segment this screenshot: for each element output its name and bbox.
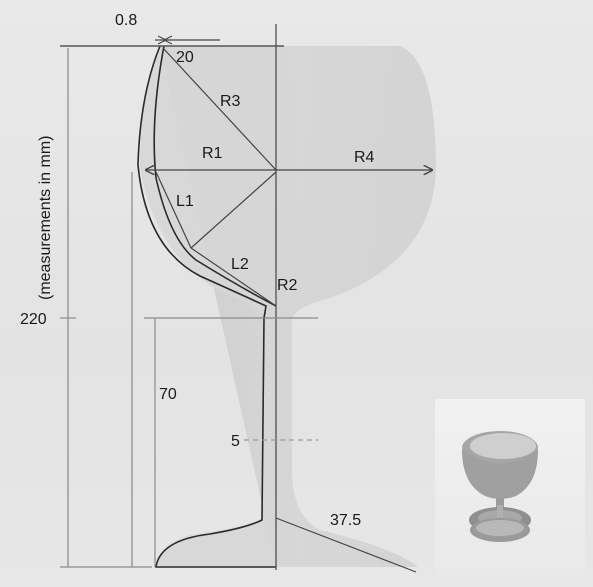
l2-line xyxy=(190,247,277,307)
units-note-label: (measurements in mm) xyxy=(37,136,54,300)
stem-height-label: 70 xyxy=(159,386,177,403)
r2-label: R2 xyxy=(277,277,298,294)
rim-arrow xyxy=(157,35,168,45)
r1-label: R1 xyxy=(202,145,223,162)
rim-arrow-2 xyxy=(162,35,173,45)
r3-line xyxy=(162,47,277,171)
bowl-outline xyxy=(137,45,276,568)
inset-render xyxy=(435,399,585,577)
r3-label: R3 xyxy=(220,93,241,110)
total-height-label: 220 xyxy=(20,311,47,328)
rim-thickness-label: 0.8 xyxy=(115,12,137,29)
l1-construction xyxy=(190,171,277,249)
base-radius-label: 37.5 xyxy=(330,512,361,529)
l2-label: L2 xyxy=(231,256,249,273)
base-radius-line xyxy=(275,517,417,573)
top-offset-label: 20 xyxy=(176,49,194,66)
wine-glass-render-icon xyxy=(462,431,538,542)
r4-label: R4 xyxy=(354,149,375,166)
l1-line xyxy=(155,171,192,249)
l1-label: L1 xyxy=(176,193,194,210)
glass-left-profile xyxy=(140,46,276,567)
bowl-inner-outline xyxy=(153,45,277,307)
stem-width-label: 5 xyxy=(231,433,240,450)
